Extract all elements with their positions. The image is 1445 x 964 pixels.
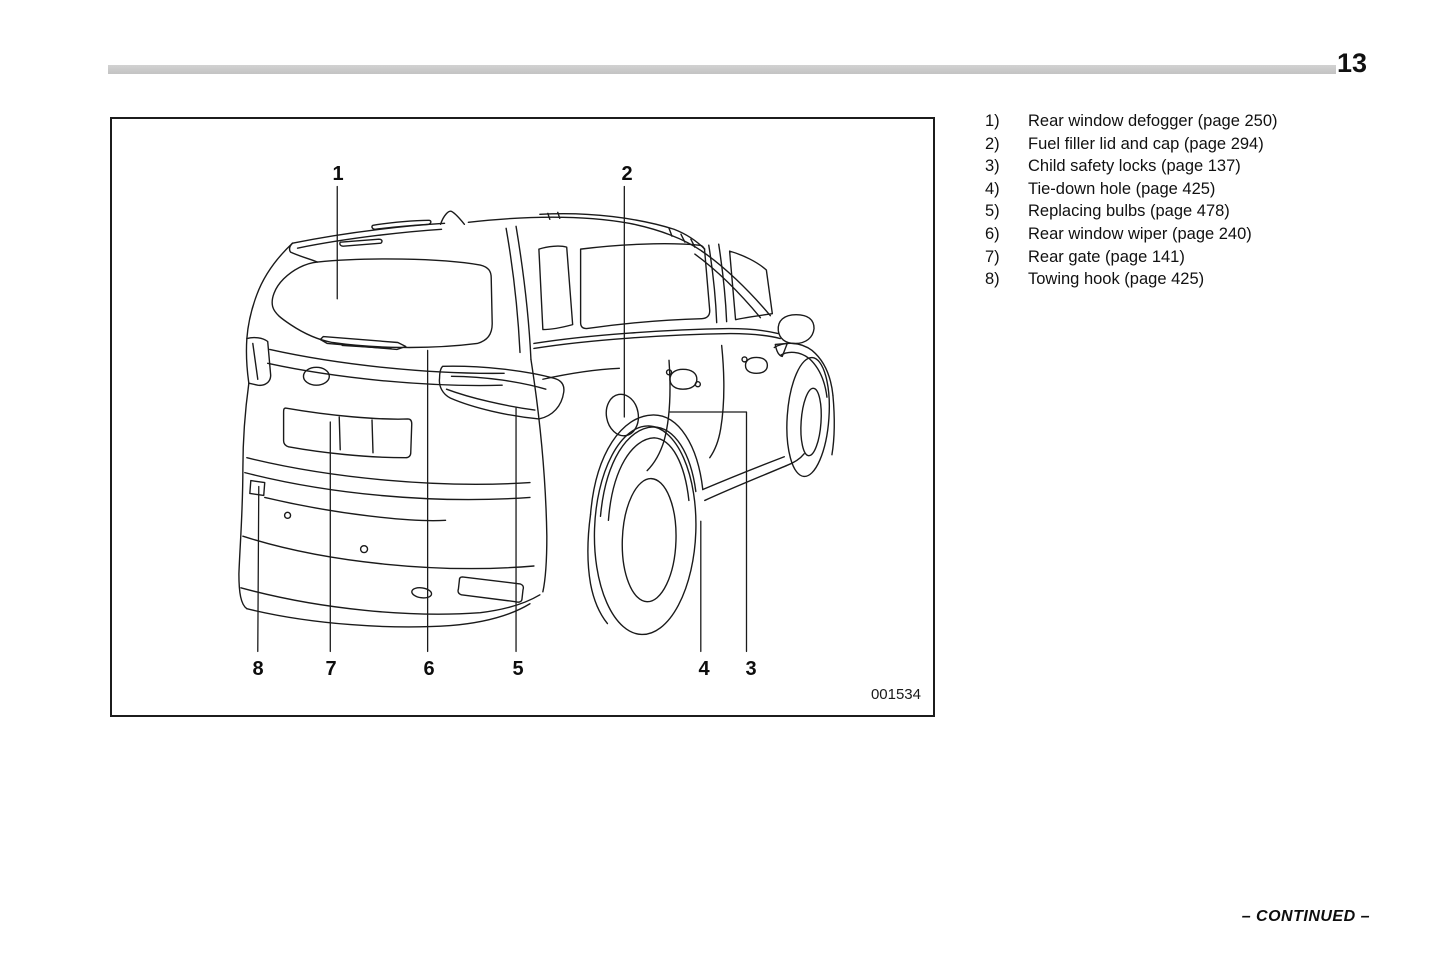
legend-item-label: Fuel filler lid and cap (page 294) bbox=[1028, 134, 1264, 153]
callout-7: 7 bbox=[325, 658, 337, 680]
legend-item: 5) Replacing bulbs (page 478) bbox=[985, 200, 1405, 223]
legend-item-label: Child safety locks (page 137) bbox=[1028, 157, 1241, 176]
legend-item: 6) Rear window wiper (page 240) bbox=[985, 223, 1405, 246]
callout-2: 2 bbox=[621, 163, 633, 185]
callout-8: 8 bbox=[252, 658, 264, 680]
legend-item: 2) Fuel filler lid and cap (page 294) bbox=[985, 133, 1405, 156]
figure-code: 001534 bbox=[870, 686, 921, 703]
legend-item-number: 8) bbox=[985, 270, 1000, 289]
legend-item: 3) Child safety locks (page 137) bbox=[985, 155, 1405, 178]
legend-item-number: 5) bbox=[985, 202, 1000, 221]
leader-line-3 bbox=[669, 411, 748, 653]
legend-item-number: 1) bbox=[985, 112, 1000, 130]
legend-item-label: Rear window defogger (page 250) bbox=[1028, 112, 1278, 130]
car-line-art bbox=[238, 185, 835, 653]
legend-item-label: Replacing bulbs (page 478) bbox=[1028, 202, 1230, 221]
legend-item-number: 6) bbox=[985, 224, 1000, 243]
legend-item-label: Rear gate (page 141) bbox=[1028, 247, 1185, 266]
legend-item-label: Rear window wiper (page 240) bbox=[1028, 224, 1252, 243]
legend-list: 1) Rear window defogger (page 250) 2) Fu… bbox=[985, 110, 1405, 291]
legend-item-label: Towing hook (page 425) bbox=[1028, 270, 1205, 289]
car-front-portion bbox=[773, 313, 835, 478]
legend-item-number: 4) bbox=[985, 179, 1000, 198]
callout-4: 4 bbox=[698, 658, 710, 680]
legend-item: 7) Rear gate (page 141) bbox=[985, 246, 1405, 269]
footer-continued: – CONTINUED – bbox=[1241, 908, 1370, 925]
callout-1: 1 bbox=[332, 163, 344, 185]
callout-5: 5 bbox=[512, 658, 524, 680]
header-rule-bar bbox=[108, 65, 1336, 74]
callout-3: 3 bbox=[745, 658, 757, 680]
legend-item: 1) Rear window defogger (page 250) bbox=[985, 110, 1405, 133]
callout-6: 6 bbox=[423, 658, 435, 680]
legend-item-number: 3) bbox=[985, 157, 1000, 176]
legend-item-number: 7) bbox=[985, 247, 1000, 266]
legend-item: 4) Tie-down hole (page 425) bbox=[985, 178, 1405, 201]
legend-item-label: Tie-down hole (page 425) bbox=[1028, 179, 1216, 198]
leader-line-8 bbox=[257, 485, 260, 653]
leader-lines bbox=[257, 185, 748, 653]
car-tail-lights bbox=[245, 336, 565, 420]
car-side-upper bbox=[467, 211, 781, 350]
legend-item: 8) Towing hook (page 425) bbox=[985, 268, 1405, 291]
car-rear-bumper bbox=[238, 358, 548, 628]
exterior-rear-figure: 1 2 3 4 5 6 7 8 001534 bbox=[110, 117, 935, 717]
legend-item-number: 2) bbox=[985, 134, 1000, 153]
page-number: 13 bbox=[1337, 48, 1368, 78]
car-rear-gate bbox=[246, 210, 532, 459]
car-side-lower bbox=[542, 344, 805, 636]
